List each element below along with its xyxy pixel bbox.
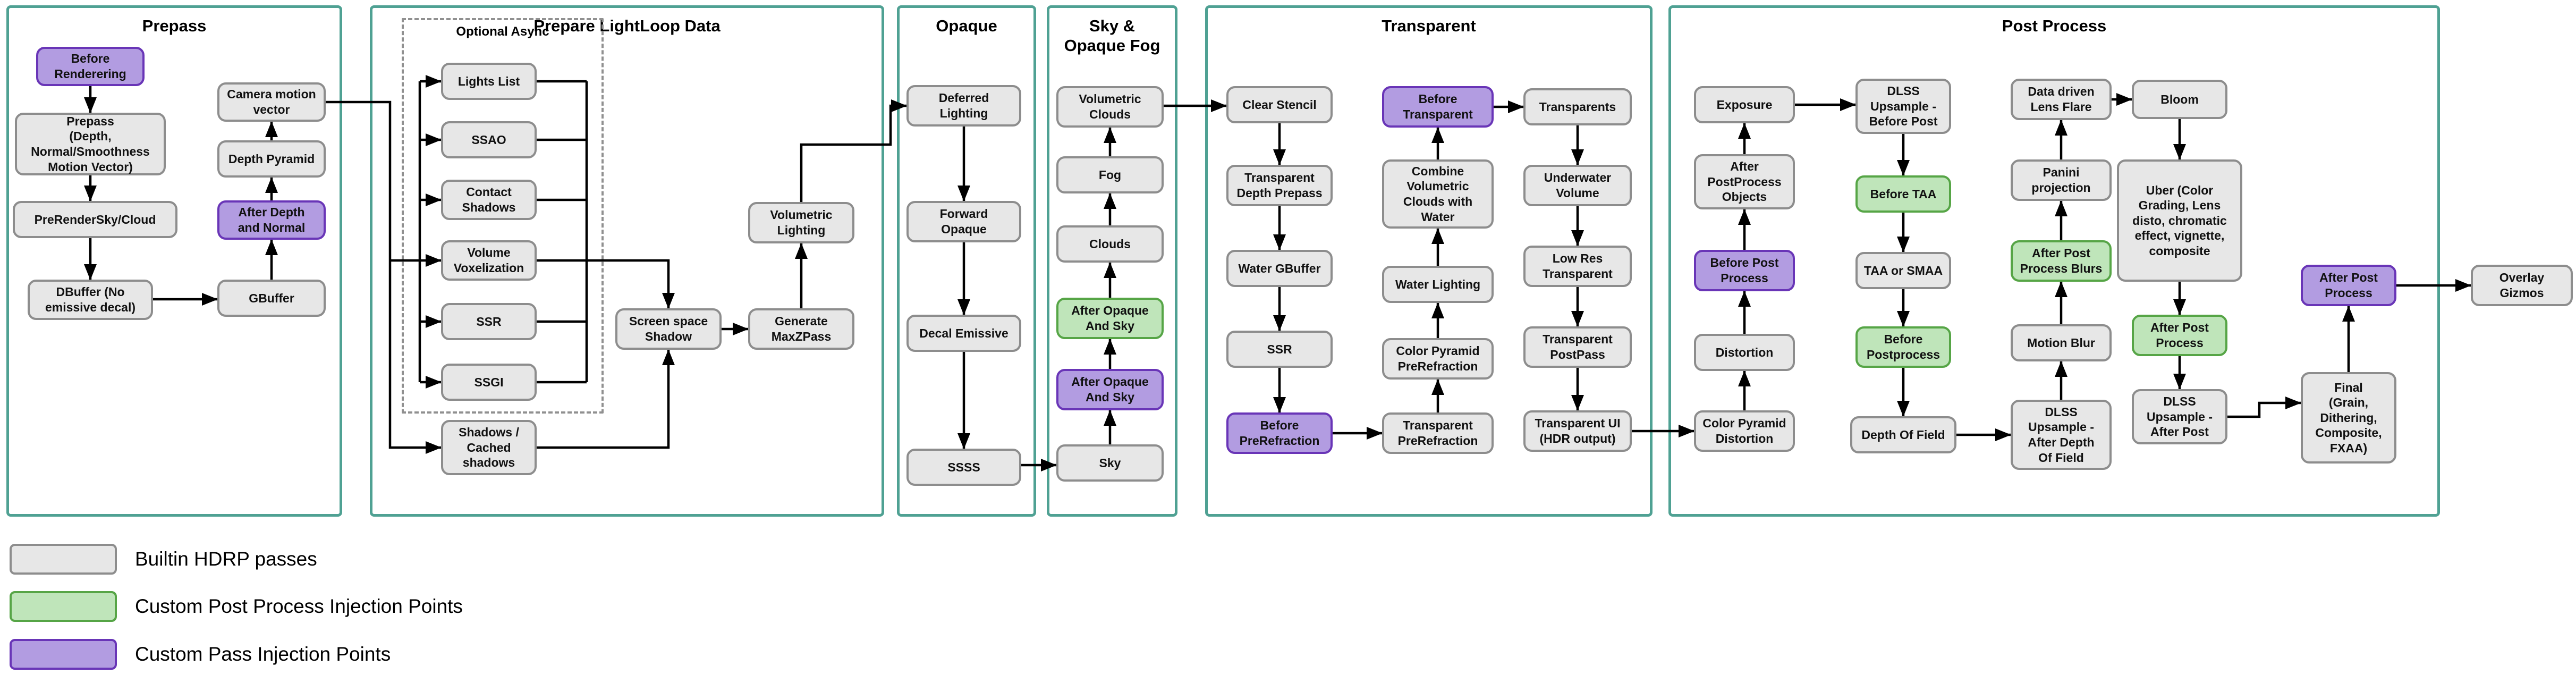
node-motion-blur: Motion Blur [2011, 324, 2112, 361]
edges [84, 75, 2471, 471]
node-volume-voxelization: Volume Voxelization [441, 240, 537, 281]
section-title-sky-opaque-fog: Sky & Opaque Fog [1064, 16, 1160, 55]
node-transparents: Transparents [1523, 88, 1632, 125]
node-dlss-upsample-before-post: DLSS Upsample - Before Post [1855, 79, 1951, 134]
node-gbuffer: GBuffer [217, 280, 326, 317]
node-screen-space-shadow: Screen space Shadow [615, 308, 722, 350]
node-exposure: Exposure [1694, 86, 1795, 123]
node-after-post-process-blurs: After Post Process Blurs [2011, 240, 2112, 282]
node-after-post-process-post: After Post Process [2132, 315, 2227, 356]
node-low-res-transparent: Low Res Transparent [1523, 246, 1632, 287]
node-sky: Sky [1056, 444, 1164, 482]
node-water-lighting: Water Lighting [1382, 266, 1494, 303]
node-depth-of-field: Depth Of Field [1850, 416, 1956, 453]
node-final: Final (Grain, Dithering, Composite, FXAA… [2301, 372, 2396, 464]
section-prepass: Prepass [6, 5, 342, 517]
node-overlay-gizmos: Overlay Gizmos [2471, 265, 2573, 306]
node-contact-shadows: Contact Shadows [441, 180, 537, 220]
legend-item-custom-pass: Custom Pass Injection Points [10, 639, 391, 670]
node-ssr-transparent: SSR [1226, 331, 1333, 368]
node-distortion: Distortion [1694, 334, 1795, 371]
node-dlss-upsample-after-post: DLSS Upsample - After Post [2132, 389, 2227, 444]
node-before-prerefraction: Before PreRefraction [1226, 412, 1333, 454]
section-title-transparent: Transparent [1382, 16, 1476, 35]
node-fog: Fog [1056, 156, 1164, 193]
node-transparent-postpass: Transparent PostPass [1523, 326, 1632, 368]
section-title-prepare-lightloop-data: Prepare LightLoop Data [533, 16, 721, 35]
node-taa-or-smaa: TAA or SMAA [1855, 252, 1951, 289]
legend-swatch-builtin [10, 544, 117, 575]
node-generate-maxzpass: Generate MaxZPass [748, 308, 854, 350]
node-before-postprocess: Before Postprocess [1855, 326, 1951, 368]
node-deferred-lighting: Deferred Lighting [906, 85, 1021, 127]
optional-async-group: Optional Async [402, 18, 604, 414]
section-sky-opaque-fog: Sky & Opaque Fog [1047, 5, 1177, 517]
node-decal-emissive: Decal Emissive [906, 315, 1021, 352]
node-shadows-cached-shadows: Shadows / Cached shadows [441, 420, 537, 475]
section-prepare-lightloop-data: Prepare LightLoop Data [370, 5, 884, 517]
node-prepass: Prepass (Depth, Normal/Smoothness Motion… [15, 113, 166, 175]
node-transparent-depth-prepass: Transparent Depth Prepass [1226, 165, 1333, 206]
node-before-post-process: Before Post Process [1694, 250, 1795, 291]
node-prerendersky-cloud: PreRenderSky/Cloud [13, 201, 177, 238]
legend-swatch-custom-pass [10, 639, 117, 670]
node-transparent-prerefraction: Transparent PreRefraction [1382, 412, 1494, 454]
node-uber: Uber (Color Grading, Lens disto, chromat… [2117, 159, 2242, 282]
node-before-taa: Before TAA [1855, 175, 1951, 213]
section-title-post-process: Post Process [2002, 16, 2107, 35]
section-title-opaque: Opaque [936, 16, 997, 35]
node-after-opaque-and-sky-post: After Opaque And Sky [1056, 298, 1164, 339]
node-camera-motion-vector: Camera motion vector [217, 82, 326, 122]
node-before-rendering: Before Renderering [36, 47, 145, 86]
node-ssgi: SSGI [441, 364, 537, 401]
legend-label-custom-pass: Custom Pass Injection Points [135, 643, 391, 665]
node-color-pyramid-distortion: Color Pyramid Distortion [1694, 410, 1795, 452]
node-ssao: SSAO [441, 121, 537, 158]
legend-label-custom-post-process: Custom Post Process Injection Points [135, 595, 463, 617]
node-data-driven-lens-flare: Data driven Lens Flare [2011, 79, 2112, 120]
node-clouds: Clouds [1056, 225, 1164, 263]
section-opaque: Opaque [897, 5, 1036, 517]
node-volumetric-lighting: Volumetric Lighting [748, 202, 854, 243]
node-lights-list: Lights List [441, 63, 537, 100]
node-water-gbuffer: Water GBuffer [1226, 250, 1333, 287]
node-after-depth-and-normal: After Depth and Normal [217, 200, 326, 240]
node-after-postprocess-objects: After PostProcess Objects [1694, 154, 1795, 209]
node-depth-pyramid: Depth Pyramid [217, 140, 326, 178]
node-ssr-async: SSR [441, 303, 537, 340]
section-post-process: Post Process [1668, 5, 2440, 517]
section-transparent: Transparent [1205, 5, 1653, 517]
legend-swatch-custom-post-process [10, 591, 117, 622]
node-dbuffer: DBuffer (No emissive decal) [28, 280, 153, 320]
node-combine-volumetric-clouds-with-water: Combine Volumetric Clouds with Water [1382, 159, 1494, 229]
node-forward-opaque: Forward Opaque [906, 201, 1021, 242]
node-volumetric-clouds: Volumetric Clouds [1056, 86, 1164, 128]
node-ssss: SSSS [906, 449, 1021, 486]
node-color-pyramid-prerefraction: Color Pyramid PreRefraction [1382, 338, 1494, 380]
optional-async-label: Optional Async [456, 24, 549, 39]
node-after-opaque-and-sky-pass: After Opaque And Sky [1056, 369, 1164, 410]
legend-item-builtin: Builtin HDRP passes [10, 544, 317, 575]
legend-item-custom-post-process: Custom Post Process Injection Points [10, 591, 463, 622]
node-clear-stencil: Clear Stencil [1226, 86, 1333, 123]
section-title-prepass: Prepass [142, 16, 207, 35]
node-transparent-ui-hdr-output: Transparent UI (HDR output) [1523, 410, 1632, 452]
node-dlss-upsample-after-depth-of-field: DLSS Upsample - After Depth Of Field [2011, 400, 2112, 470]
legend-label-builtin: Builtin HDRP passes [135, 548, 317, 570]
node-after-post-process-pass: After Post Process [2301, 265, 2396, 306]
node-panini-projection: Panini projection [2011, 159, 2112, 201]
node-before-transparent: Before Transparent [1382, 86, 1494, 128]
node-underwater-volume: Underwater Volume [1523, 165, 1632, 206]
node-bloom: Bloom [2132, 80, 2227, 119]
